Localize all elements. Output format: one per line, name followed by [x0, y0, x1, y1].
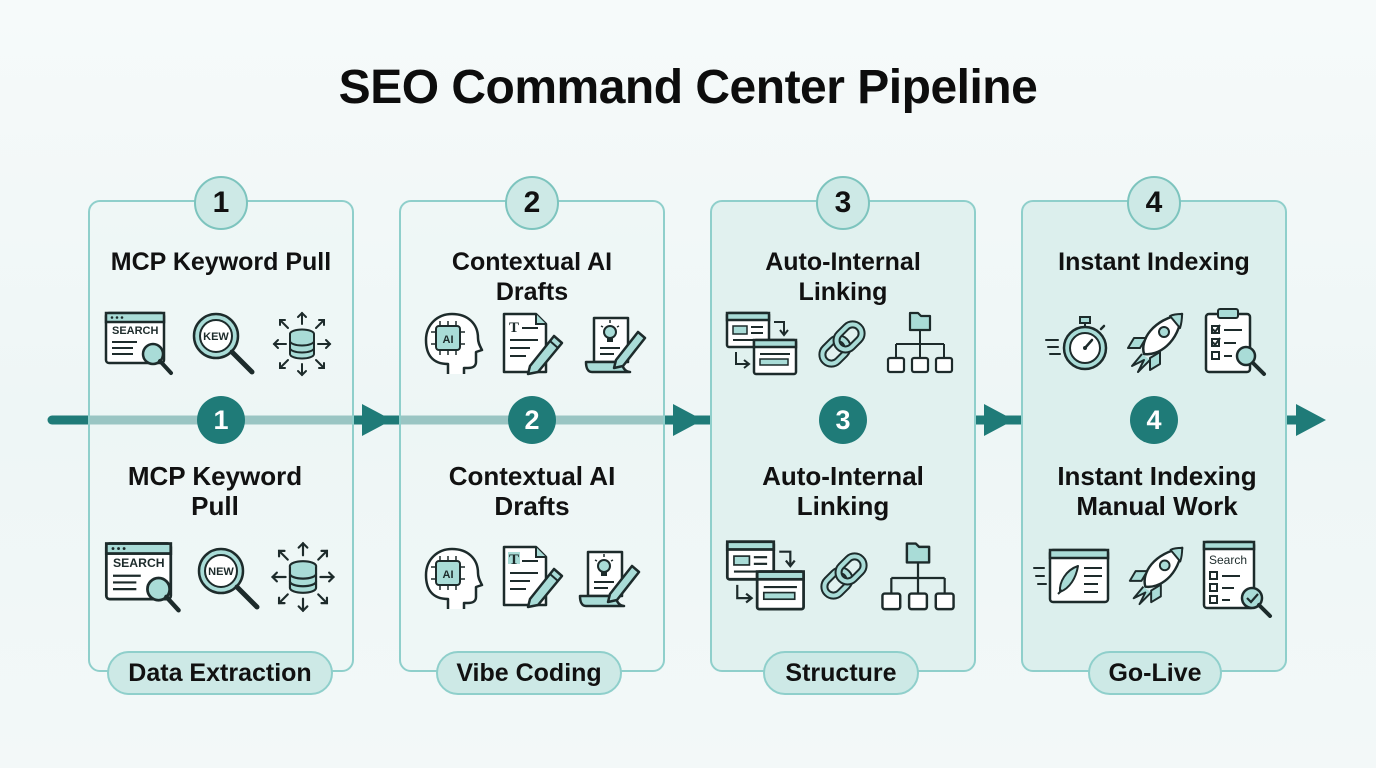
stopwatch-icon	[1045, 316, 1108, 371]
stage-3-bottom-title: Auto-Internal Linking	[762, 461, 924, 521]
stage-1-title: MCP Keyword Pull	[110, 248, 332, 276]
stage-4-title: Instant Indexing	[1058, 248, 1250, 276]
document-pencil-icon: T	[502, 545, 564, 609]
stage-4-bottom-title: Instant Indexing Manual Work	[1057, 461, 1257, 521]
idea-scroll-pencil-icon	[584, 316, 647, 374]
rocket-icon	[1127, 312, 1184, 373]
timeline-badge-4: 4	[1130, 396, 1178, 444]
svg-text:SEARCH: SEARCH	[113, 556, 165, 570]
database-arrows-icon	[272, 311, 332, 377]
arrowhead-3	[984, 404, 1014, 436]
stage-label-pill-2: Vibe Coding	[436, 651, 622, 695]
svg-text:Search: Search	[1209, 553, 1247, 567]
sitemap-icon	[886, 311, 954, 374]
arrowhead-2	[673, 404, 703, 436]
timeline-badge-1: 1	[197, 396, 245, 444]
ai-head-icon: AI	[424, 547, 484, 609]
linked-pages-icon	[725, 311, 798, 376]
search-checklist-icon: Search	[1202, 540, 1272, 618]
stage-number-badge-4: 4	[1127, 176, 1181, 230]
search-window-icon: SEARCH	[104, 311, 173, 375]
stage-number-badge-3: 3	[816, 176, 870, 230]
timeline-badge-2: 2	[508, 396, 556, 444]
idea-scroll-pencil-icon	[578, 550, 641, 608]
svg-text:KEW: KEW	[203, 331, 229, 343]
svg-text:AI: AI	[443, 334, 454, 346]
svg-text:T: T	[509, 320, 519, 336]
linked-pages-icon	[725, 540, 805, 611]
arrowhead-1	[362, 404, 392, 436]
stage-number-badge-1: 1	[194, 176, 248, 230]
document-pencil-icon: T	[502, 312, 564, 376]
search-window-icon: SEARCH	[104, 542, 181, 613]
stage-2-title: Contextual AI Drafts	[451, 248, 613, 306]
arrowhead-4	[1296, 404, 1326, 436]
svg-text:AI: AI	[443, 569, 454, 581]
ai-head-icon: AI	[424, 312, 484, 374]
rocket-browser-icon	[1033, 548, 1110, 604]
database-arrows-icon	[270, 541, 336, 613]
stage-2-bottom-title: Contextual AI Drafts	[448, 461, 616, 521]
svg-text:NEW: NEW	[208, 566, 234, 578]
chain-link-icon	[818, 320, 866, 368]
magnifier-badge-icon: KEW	[192, 312, 255, 375]
chain-link-icon	[820, 552, 868, 600]
timeline-badge-3: 3	[819, 396, 867, 444]
svg-text:SEARCH: SEARCH	[112, 325, 159, 337]
page-title: SEO Command Center Pipeline	[338, 61, 1038, 114]
stage-label-pill-3: Structure	[763, 651, 919, 695]
checklist-search-icon	[1204, 308, 1266, 376]
stage-label-pill-4: Go-Live	[1088, 651, 1222, 695]
rocket-icon	[1128, 546, 1184, 606]
sitemap-icon	[881, 542, 955, 611]
stage-3-title: Auto-Internal Linking	[765, 248, 921, 306]
magnifier-badge-icon: NEW	[197, 547, 260, 610]
stage-label-pill-1: Data Extraction	[107, 651, 333, 695]
stage-1-bottom-title: MCP Keyword Pull	[127, 461, 303, 521]
svg-text:T: T	[509, 552, 519, 568]
stage-number-badge-2: 2	[505, 176, 559, 230]
